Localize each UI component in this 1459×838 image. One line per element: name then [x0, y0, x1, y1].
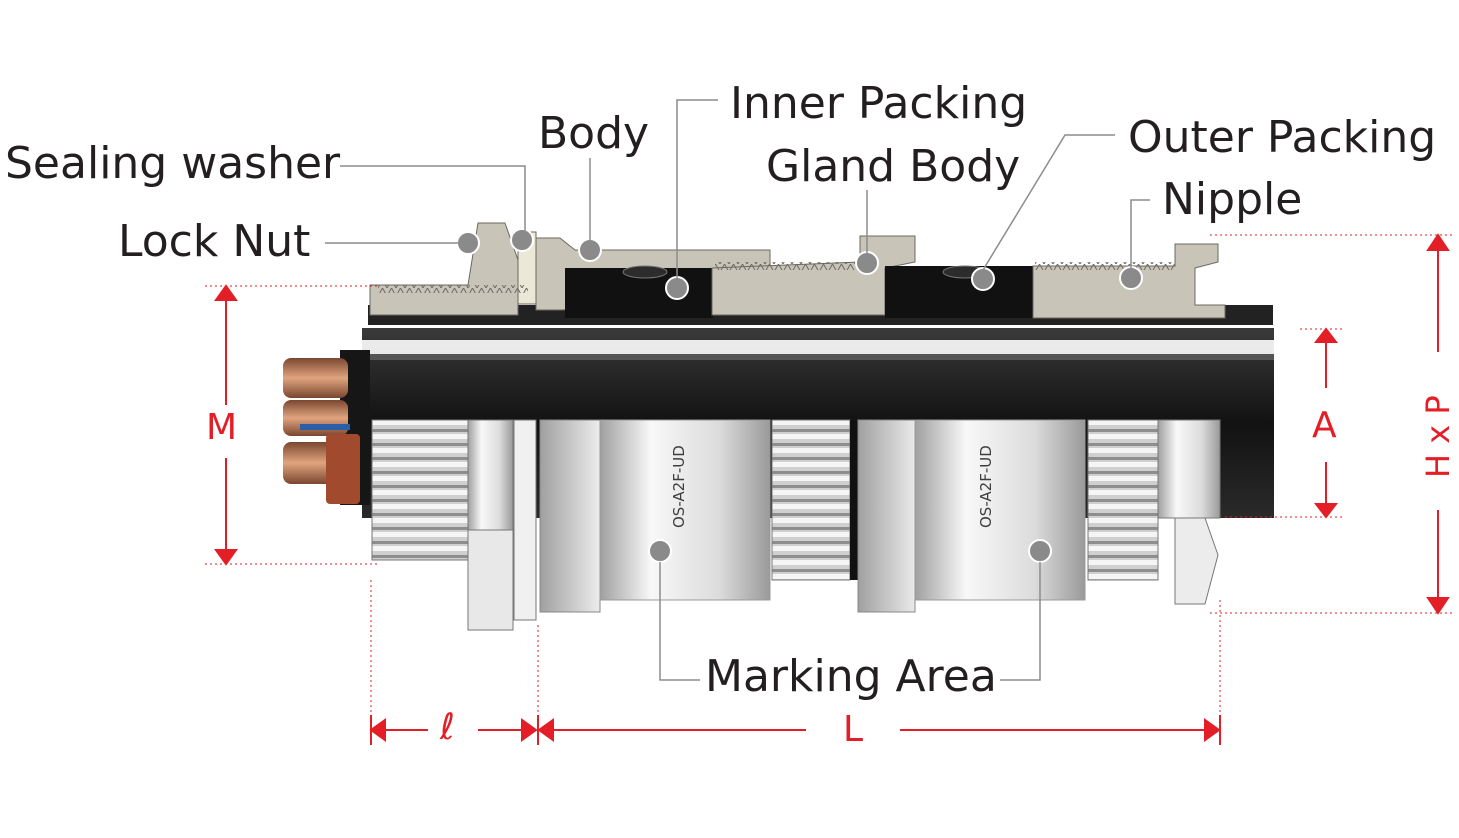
label-gland-body: Gland Body [766, 141, 1021, 192]
marking-text-left: OS-A2F-UD [670, 445, 688, 528]
dot-inner-packing [665, 276, 689, 300]
dim-label-hxp: H x P [1419, 395, 1457, 478]
dim-label-l-small: ℓ [440, 707, 455, 748]
copper-conductors [283, 358, 360, 504]
dot-body [578, 238, 602, 262]
label-inner-packing: Inner Packing [730, 78, 1028, 129]
section-lower [371, 419, 1221, 631]
label-body: Body [538, 108, 650, 159]
dimension-lines [214, 233, 1450, 745]
dim-label-l-big: L [843, 709, 864, 750]
extension-lines [205, 234, 1455, 715]
dim-label-a: A [1312, 405, 1337, 446]
dot-sealing-washer [510, 228, 534, 252]
section-upper [368, 222, 1273, 325]
dot-lock-nut [456, 231, 480, 255]
marker-dots [456, 228, 1143, 563]
dot-marking-left [648, 539, 672, 563]
dot-nipple [1119, 266, 1143, 290]
label-sealing-washer: Sealing washer [5, 138, 341, 189]
label-marking-area: Marking Area [705, 651, 997, 702]
dot-marking-right [1028, 539, 1052, 563]
dim-label-m: M [206, 407, 238, 448]
dot-gland-body [855, 251, 879, 275]
label-lock-nut: Lock Nut [118, 216, 311, 267]
label-outer-packing: Outer Packing [1128, 112, 1437, 163]
dot-outer-packing [971, 267, 995, 291]
marking-text-right: OS-A2F-UD [977, 445, 995, 528]
label-nipple: Nipple [1162, 174, 1303, 225]
leader-lines [325, 99, 1150, 681]
